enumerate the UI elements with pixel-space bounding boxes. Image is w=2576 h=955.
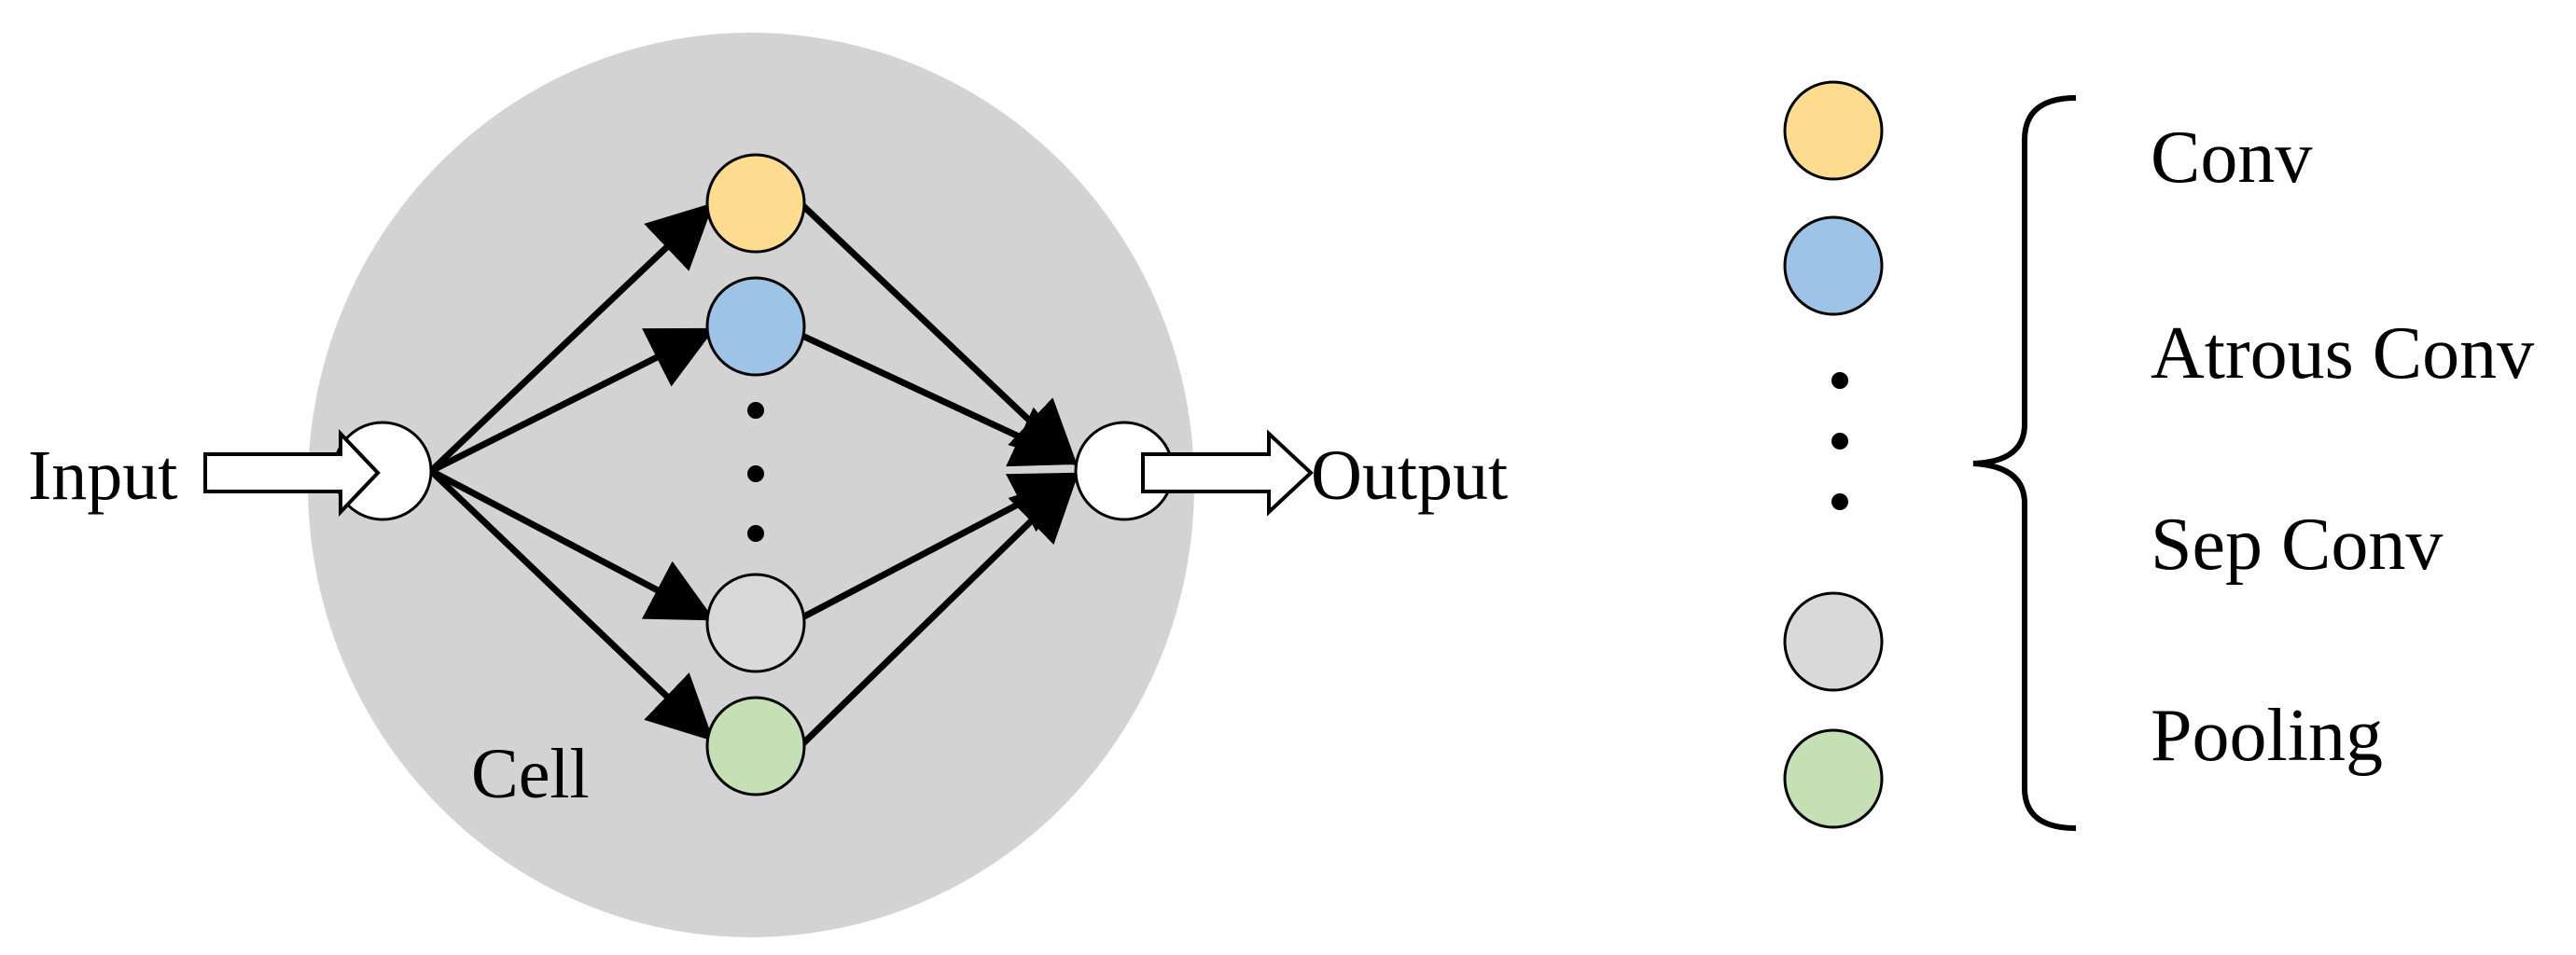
node-pooling [705, 696, 806, 796]
node-sep-conv [705, 573, 806, 673]
edge-input-pool [428, 468, 715, 741]
edge-input-atrous [429, 327, 716, 475]
legend-ellipsis-dots [1831, 372, 1848, 510]
legend-swatch-atrous-conv [1783, 215, 1884, 316]
legend-swatch-sep-conv [1783, 591, 1884, 692]
edge-input-conv [428, 202, 715, 474]
legend-swatch-conv [1783, 80, 1884, 181]
ellipsis-dots [747, 402, 764, 542]
edge-atrous-output [801, 332, 1079, 467]
output-label: Output [1311, 436, 1508, 515]
edge-pool-output [798, 476, 1079, 749]
output-arrow [1141, 429, 1314, 517]
input-label: Input [28, 436, 177, 515]
cell-label: Cell [471, 735, 590, 813]
input-to-ops-edges [428, 202, 716, 741]
edge-input-sep [429, 467, 716, 621]
cell-region [308, 33, 1194, 937]
legend-label-pooling: Pooling [2151, 695, 2383, 777]
ops-to-output-edges [798, 201, 1079, 749]
legend-brace [1972, 95, 2077, 831]
input-arrow [203, 429, 381, 517]
legend-label-atrous-conv: Atrous Conv [2151, 312, 2534, 394]
legend-label-conv: Conv [2151, 117, 2312, 199]
legend-swatch-pooling [1783, 728, 1884, 829]
node-atrous-conv [705, 276, 806, 377]
node-conv [705, 153, 806, 254]
legend-label-sep-conv: Sep Conv [2151, 504, 2443, 586]
